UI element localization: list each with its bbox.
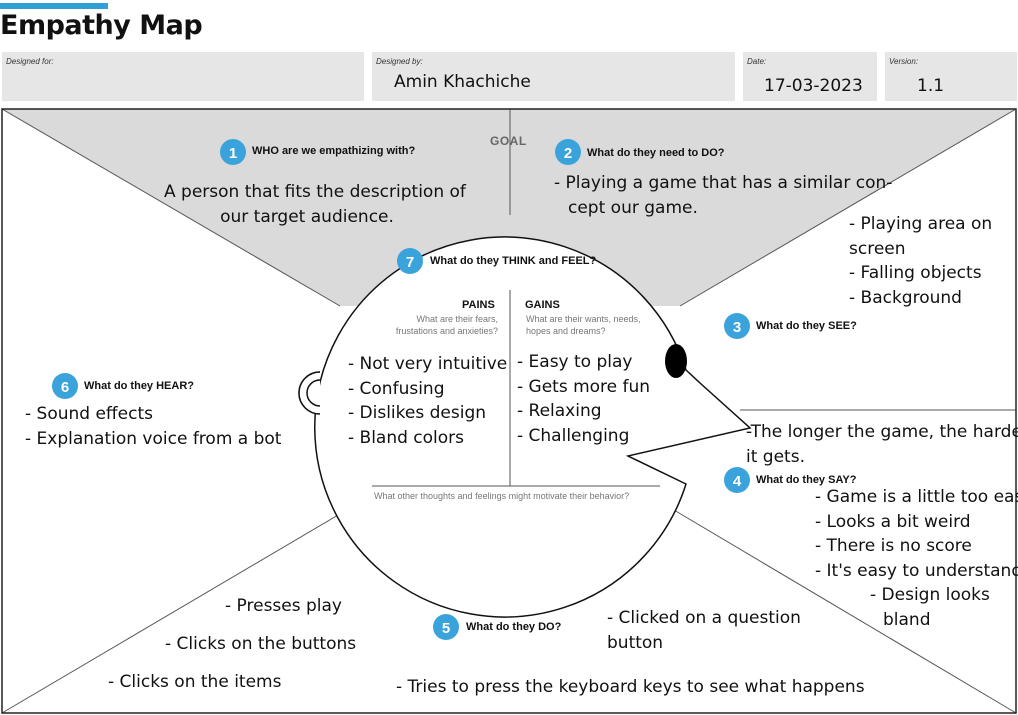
ear-inner — [306, 379, 321, 407]
title-accent-bar — [0, 3, 108, 9]
badge-5-number: 5 — [442, 620, 450, 637]
pains-title: PAINS — [462, 299, 495, 311]
gains-title: GAINS — [525, 299, 560, 311]
think-feel-label: What do they THINK and FEEL? — [430, 255, 597, 267]
say-note: - It's easy to understand — [815, 560, 1018, 581]
page-title: Empathy Map — [0, 10, 203, 41]
gains-note: - Gets more fun — [517, 376, 651, 397]
see-note: - Background — [849, 287, 962, 308]
designed-for-label: Designed for: — [6, 57, 54, 66]
gains-notes: - Easy to play - Gets more fun - Relaxin… — [517, 350, 650, 448]
version-value: 1.1 — [917, 76, 945, 96]
gains-note: - Challenging — [517, 425, 630, 446]
see-note: screen — [849, 238, 906, 259]
diagonal-bottom-left — [1, 507, 351, 714]
badge-2: 2 — [555, 139, 581, 165]
see-label: What do they SEE? — [756, 320, 857, 332]
pains-hint-line: frustations and anxieties? — [395, 326, 498, 336]
badge-6: 6 — [52, 373, 78, 399]
badge-3-number: 3 — [733, 319, 741, 336]
say-note: - There is no score — [815, 536, 972, 556]
pains-note: - Bland colors — [348, 427, 465, 448]
badge-7: 7 — [397, 248, 423, 274]
say-notes-top: -The longer the game, the harder it gets… — [746, 420, 1018, 469]
say-notes-tail: - Design looks bland — [870, 583, 990, 632]
hear-notes: - Sound effects - Explanation voice from… — [25, 402, 281, 451]
badge-6-number: 6 — [61, 379, 69, 396]
do-note: button — [607, 632, 664, 653]
see-notes: - Playing area on screen - Falling objec… — [849, 212, 992, 310]
date-value: 17-03-2023 — [764, 76, 863, 96]
badge-4-number: 4 — [733, 473, 742, 490]
badge-3: 3 — [724, 313, 750, 339]
date-field[interactable]: Date: 17-03-2023 — [743, 52, 877, 101]
diagonal-top-right — [679, 108, 1017, 307]
need-do-label: What do they need to DO? — [587, 147, 725, 159]
need-do-notes: - Playing a game that has a similar con-… — [554, 171, 892, 220]
do-note: - Clicked on a question — [607, 608, 801, 628]
badge-1-number: 1 — [229, 145, 237, 162]
say-note: - Looks a bit weird — [815, 511, 971, 532]
gains-hint-line: What are their wants, needs, — [526, 314, 641, 324]
say-note: -The longer the game, the harder — [746, 422, 1018, 442]
say-note: it gets. — [746, 446, 805, 467]
do-note: - Tries to press the keyboard keys to se… — [396, 677, 865, 697]
pains-notes: - Not very intuitive - Confusing - Disli… — [348, 352, 507, 450]
who-notes: A person that fits the description of ou… — [164, 180, 466, 229]
pains-hint-line: What are their fears, — [416, 314, 498, 324]
badge-2-number: 2 — [564, 145, 572, 162]
say-note: bland — [883, 609, 931, 630]
designed-for-field[interactable]: Designed for: — [2, 52, 364, 101]
say-note: - Game is a little too easy — [815, 487, 1018, 507]
hear-note: - Sound effects — [25, 404, 153, 424]
who-label: WHO are we empathizing with? — [252, 145, 416, 157]
say-label: What do they SAY? — [756, 474, 857, 486]
see-note: - Falling objects — [849, 263, 982, 283]
say-note: - Design looks — [870, 585, 990, 605]
gains-hint: What are their wants, needs, hopes and d… — [526, 313, 641, 337]
diagonal-top-left — [1, 108, 341, 307]
do-note: - Clicks on the items — [108, 672, 282, 692]
hear-label: What do they HEAR? — [84, 380, 194, 392]
do-notes-question: - Clicked on a question button — [607, 606, 801, 655]
badge-4: 4 — [724, 467, 750, 493]
need-do-note: - Playing a game that has a similar con- — [554, 173, 893, 193]
designed-by-value: Amin Khachiche — [394, 72, 531, 92]
badge-5: 5 — [433, 614, 459, 640]
hear-note: - Explanation voice from a bot — [25, 428, 282, 449]
gains-note: - Easy to play — [517, 352, 633, 372]
pains-note: - Confusing — [348, 378, 445, 399]
eye — [665, 344, 687, 378]
do-note: - Presses play — [225, 596, 342, 616]
do-note: - Clicks on the buttons — [165, 634, 357, 654]
designed-by-field[interactable]: Designed by: Amin Khachiche — [372, 52, 735, 101]
board-frame — [1, 108, 1017, 714]
see-note: - Playing area on — [849, 214, 993, 234]
version-label: Version: — [889, 57, 919, 66]
gains-note: - Relaxing — [517, 401, 602, 421]
designed-by-label: Designed by: — [376, 57, 423, 66]
say-notes: - Game is a little too easy - Looks a bi… — [815, 485, 1018, 583]
need-do-note: cept our game. — [568, 197, 698, 218]
who-note: our target audience. — [220, 206, 394, 227]
who-note: A person that fits the description of — [164, 182, 466, 202]
diagonal-bottom-right — [673, 509, 1017, 714]
pains-hint: What are their fears, frustations and an… — [372, 313, 498, 337]
ear-fill — [298, 371, 321, 415]
gains-hint-line: hopes and dreams? — [526, 326, 606, 336]
badge-7-number: 7 — [406, 254, 414, 271]
version-field[interactable]: Version: 1.1 — [885, 52, 1017, 101]
pains-note: - Not very intuitive — [348, 354, 508, 374]
do-label: What do they DO? — [466, 621, 562, 633]
badge-1: 1 — [220, 139, 246, 165]
goal-label: GOAL — [490, 134, 527, 148]
date-label: Date: — [747, 57, 767, 66]
pains-note: - Dislikes design — [348, 403, 487, 423]
think-feel-footer: What other thoughts and feelings might m… — [374, 491, 630, 501]
